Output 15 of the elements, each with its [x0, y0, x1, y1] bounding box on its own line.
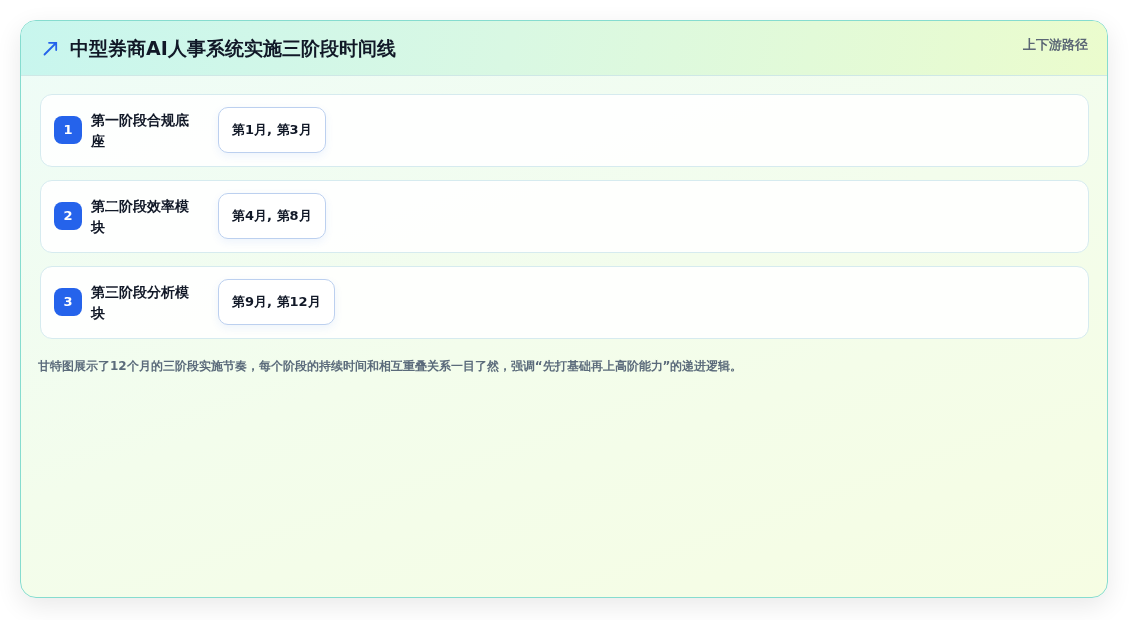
step-number-badge: 1	[54, 116, 82, 144]
phase-row	[40, 180, 1089, 253]
card-title: 中型券商AI人事系统实施三阶段时间线	[70, 36, 396, 60]
phase-name: 第二阶段效率模块	[91, 197, 190, 237]
step-number-badge: 2	[54, 202, 82, 230]
phase-row	[40, 94, 1089, 167]
phase-row	[40, 266, 1089, 339]
caption-text: 甘特图展示了12个月的三阶段实施节奏，每个阶段的持续时间和相互重叠关系一目了然，强调“先打基础再上高阶能力”的递进逻辑。	[38, 358, 743, 375]
header-tag: 上下游路径	[1023, 36, 1088, 54]
step-number-badge: 3	[54, 288, 82, 316]
phase-name: 第一阶段合规底座	[91, 111, 190, 151]
month-range-tag: 第1月, 第3月	[218, 107, 326, 153]
month-range-tag: 第4月, 第8月	[218, 193, 326, 239]
phase-name: 第三阶段分析模块	[91, 283, 190, 323]
month-range-tag: 第9月, 第12月	[218, 279, 335, 325]
